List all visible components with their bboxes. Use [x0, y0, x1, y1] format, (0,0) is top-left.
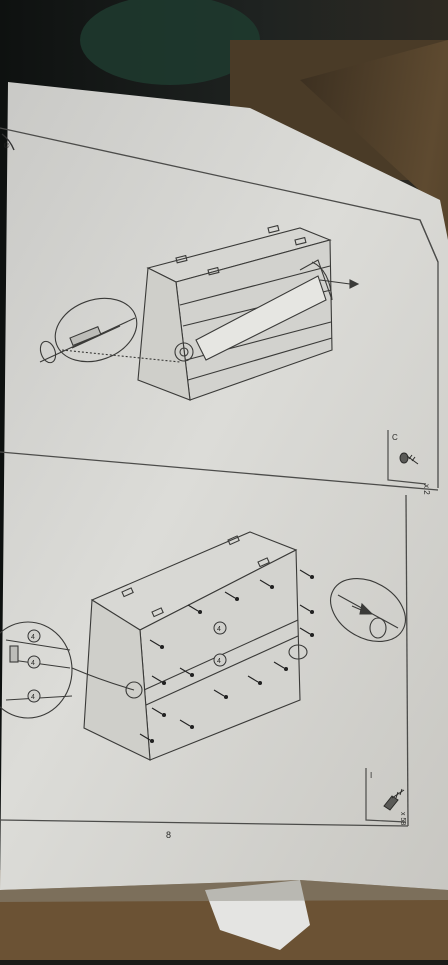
top-part-letter: C [392, 433, 398, 442]
bottom-right-detail [330, 578, 406, 642]
svg-text:4: 4 [31, 694, 35, 701]
top-quantity: x 2 [422, 484, 431, 495]
svg-text:☺: ☺ [2, 140, 11, 150]
bottom-quantity: x 58 [399, 812, 406, 825]
bottom-part-letter: I [370, 771, 372, 780]
svg-text:4: 4 [217, 626, 221, 633]
manual-page [0, 82, 448, 890]
svg-text:4: 4 [31, 634, 35, 641]
svg-text:4: 4 [217, 658, 221, 665]
bottom-hardware-box: I x 58 [365, 768, 407, 825]
screw-icon [399, 452, 419, 465]
screw-arrows [139, 569, 315, 744]
green-object [80, 0, 260, 85]
page-number: 8 [166, 830, 171, 840]
detail-callout-badges: 4 4 4 4 4 [27, 621, 227, 703]
svg-text:4: 4 [31, 660, 35, 667]
top-hardware-box: C x 2 [387, 430, 431, 495]
step-top-frame [0, 127, 439, 491]
page-corner-mark [1, 133, 15, 151]
screw-icon [383, 788, 405, 811]
top-detail-circle [39, 297, 181, 364]
top-cabinet-drawing [137, 224, 360, 401]
page-shadow [0, 880, 448, 902]
step-bottom-frame [0, 494, 409, 827]
